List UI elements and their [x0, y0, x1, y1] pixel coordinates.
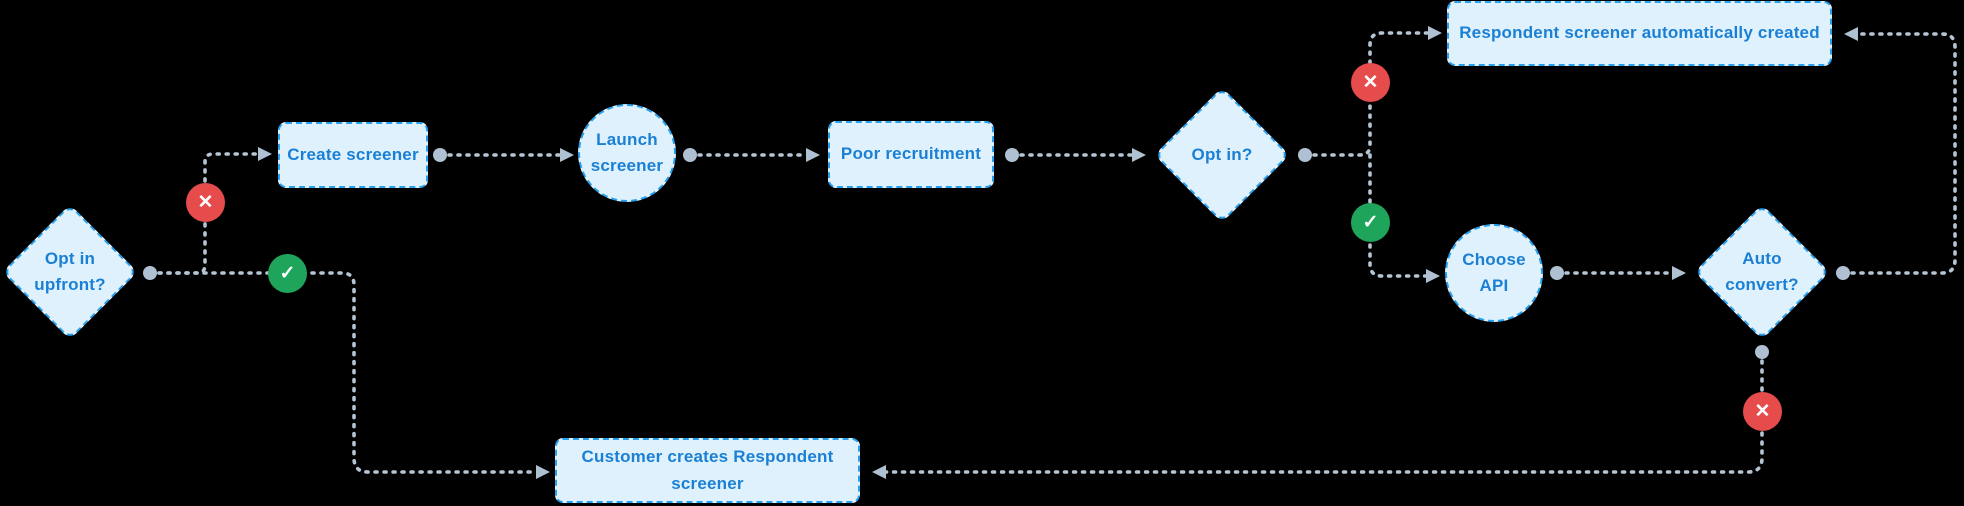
arrowhead: [1428, 26, 1442, 40]
node-label: Opt in?: [1191, 144, 1253, 164]
node-label: Auto convert?: [1725, 248, 1799, 294]
arrowhead: [1672, 266, 1686, 280]
node-launch-screener[interactable]: Launch screener: [578, 104, 676, 202]
node-opt-in[interactable]: Opt in?: [1153, 86, 1291, 224]
node-label: Launch screener: [590, 129, 664, 175]
arrowhead: [1426, 269, 1440, 283]
node-respondent-screener-auto[interactable]: Respondent screener automatically create…: [1447, 1, 1832, 66]
node-label: Customer creates Respondent screener: [581, 447, 834, 493]
node-customer-creates[interactable]: Customer creates Respondent screener: [555, 438, 860, 503]
connector-dot: [1005, 148, 1019, 162]
x-icon: ✕: [197, 192, 214, 213]
node-auto-convert[interactable]: Auto convert?: [1693, 203, 1831, 341]
arrowhead: [1844, 27, 1858, 41]
connector-dot: [1550, 266, 1564, 280]
x-icon: ✕: [1754, 401, 1771, 422]
node-label: Opt in upfront?: [34, 248, 106, 294]
connector-dot: [143, 266, 157, 280]
node-label: Choose API: [1462, 249, 1526, 295]
node-label: Poor recruitment: [840, 144, 982, 164]
connector-dot: [1836, 266, 1850, 280]
arrowhead: [806, 148, 820, 162]
edge-optin-upfront-to-customer-creates: [148, 271, 538, 474]
success-badge: ✓: [1351, 203, 1390, 242]
arrowhead: [1132, 148, 1146, 162]
check-icon: ✓: [279, 263, 296, 284]
check-icon: ✓: [1362, 212, 1379, 233]
connector-dot: [433, 148, 447, 162]
fail-badge: ✕: [186, 183, 225, 222]
fail-badge: ✕: [1743, 392, 1782, 431]
node-choose-api[interactable]: Choose API: [1445, 224, 1543, 322]
connector-dot: [1298, 148, 1312, 162]
connector-dot: [1755, 345, 1769, 359]
arrowhead: [536, 465, 550, 479]
node-label: Create screener: [287, 144, 419, 164]
success-badge: ✓: [268, 254, 307, 293]
fail-badge: ✕: [1351, 63, 1390, 102]
x-icon: ✕: [1362, 72, 1379, 93]
arrowhead: [560, 148, 574, 162]
edge-auto-convert-to-customer-creates: [884, 350, 1764, 474]
connector-dot: [683, 148, 697, 162]
node-opt-in-upfront[interactable]: Opt in upfront?: [1, 203, 139, 341]
node-create-screener[interactable]: Create screener: [278, 122, 428, 188]
node-label: Respondent screener automatically create…: [1459, 23, 1820, 43]
edge-optin-to-choose-api: [1368, 153, 1428, 278]
arrowhead: [258, 147, 272, 161]
arrowhead: [872, 465, 886, 479]
node-poor-recruitment[interactable]: Poor recruitment: [828, 121, 994, 188]
edge-auto-convert-to-auto-created: [1841, 32, 1957, 275]
